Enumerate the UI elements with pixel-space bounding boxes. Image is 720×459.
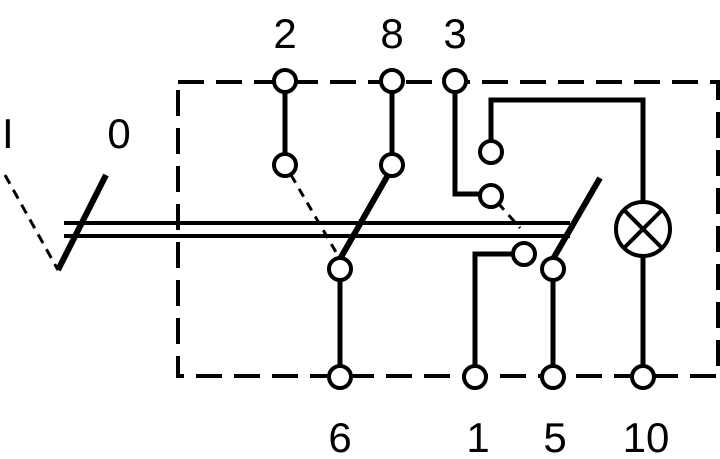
position-label-off: 0 (107, 110, 130, 157)
terminal-label-10: 10 (623, 414, 670, 459)
wiring (282, 92, 646, 366)
open-contact-dashes (289, 174, 522, 260)
pole-6 (327, 256, 353, 282)
terminal-2-circle (272, 68, 298, 94)
terminal-circles (272, 68, 656, 390)
terminal-label-1: 1 (466, 414, 489, 459)
contact-8-fixed (379, 152, 405, 178)
terminal-6-circle (327, 364, 353, 390)
terminal-3-circle (442, 68, 468, 94)
pole-5 (540, 256, 566, 282)
terminal-label-6: 6 (328, 414, 351, 459)
terminal-8-circle (379, 68, 405, 94)
internal-contacts (272, 139, 566, 282)
position-label-on: I (2, 110, 14, 157)
contact-1-fixed (511, 241, 537, 267)
terminal-label-2: 2 (273, 10, 296, 57)
terminal-10-circle (630, 364, 656, 390)
contact-lamp-fixed (478, 139, 504, 165)
contact-2-fixed (272, 152, 298, 178)
switch-housing-boundary (176, 80, 720, 378)
lamp-crossed-circle-icon (614, 200, 672, 258)
terminal-label-8: 8 (380, 10, 403, 57)
mechanical-coupling-bar (64, 221, 570, 238)
terminal-label-5: 5 (543, 414, 566, 459)
contact-3-fixed (478, 183, 504, 209)
terminal-5-circle (540, 364, 566, 390)
terminal-1-circle (462, 364, 488, 390)
terminal-label-3: 3 (443, 10, 466, 57)
